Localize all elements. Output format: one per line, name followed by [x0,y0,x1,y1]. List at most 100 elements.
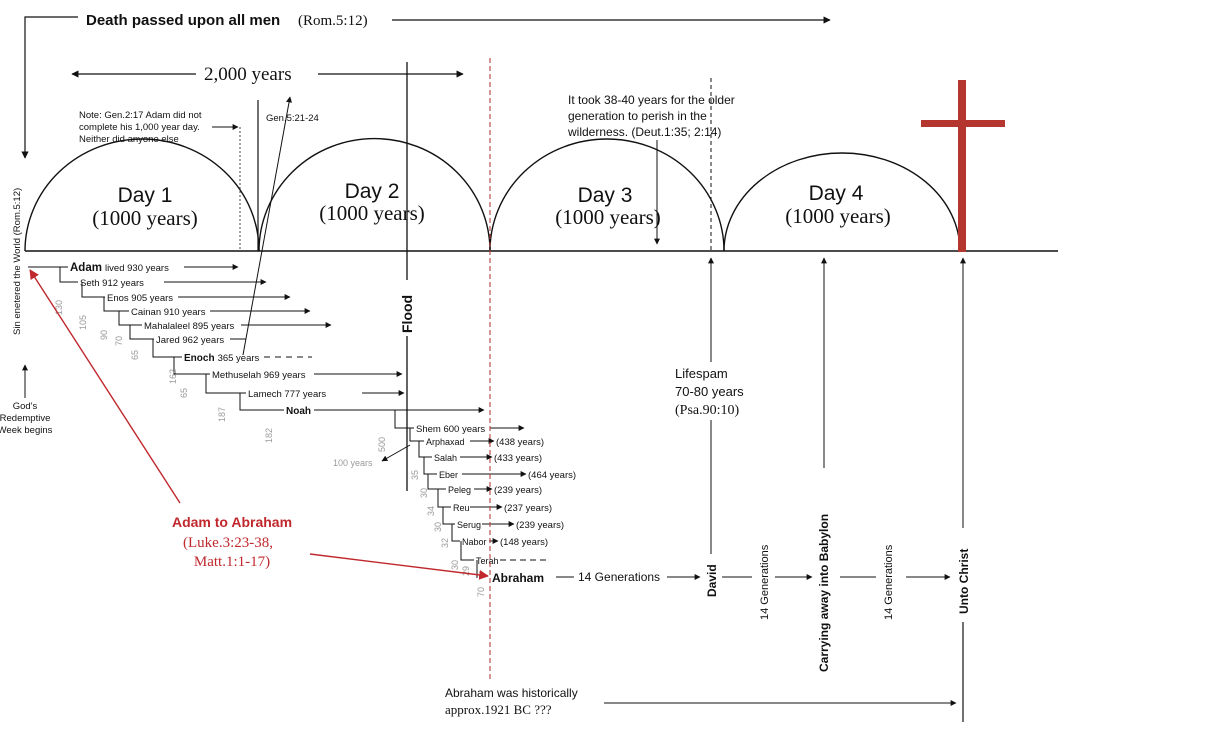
day-4-label: Day 4 (1000 years) [785,182,891,228]
abraham-date-note: Abraham was historically approx.1921 BC … [445,686,957,717]
svg-text:Matt.1:1-17): Matt.1:1-17) [194,554,270,570]
svg-text:(1000 years): (1000 years) [319,201,425,225]
svg-text:Abraham was historically: Abraham was historically [445,686,578,700]
svg-text:Neither did anyone else: Neither did anyone else [79,134,179,145]
svg-text:Week begins: Week begins [0,425,53,436]
svg-text:70: 70 [476,587,486,597]
svg-text:Redemptive: Redemptive [0,413,50,424]
svg-text:30: 30 [433,522,443,532]
svg-text:187: 187 [217,407,227,422]
svg-text:Day 1: Day 1 [118,184,173,207]
serug-label: Serug [457,520,481,530]
peleg-label: Peleg [448,485,471,495]
salah-label: Salah [434,453,457,463]
terah-label: Terah [476,556,499,566]
flood-label: Flood [399,295,415,333]
svg-text:(1000 years): (1000 years) [92,206,198,230]
david-label: David [705,564,719,597]
salah-years: (433 years) [494,453,542,464]
svg-text:90: 90 [99,330,109,340]
svg-text:Day 2: Day 2 [345,180,400,203]
gen-14-b-label: 14 Generations [759,544,771,620]
enos-label: Enos 905 years [107,293,173,304]
adam-red-arrow [29,269,181,504]
svg-text:130: 130 [54,300,64,315]
svg-text:(1000 years): (1000 years) [555,205,661,229]
wilderness-note: It took 38-40 years for the older genera… [567,93,735,245]
eber-label: Eber [439,470,458,480]
svg-text:105: 105 [78,315,88,330]
jared-label: Jared 962 years [156,335,224,346]
svg-text:(1000 years): (1000 years) [785,204,891,228]
svg-text:complete his 1,000 year day.: complete his 1,000 year day. [79,122,200,133]
redemptive-week-label: God's Redemptive Week begins [0,401,53,436]
two-thousand-label: 2,000 years [204,64,292,85]
svg-text:Day 4: Day 4 [809,182,864,205]
svg-text:Lifespam: Lifespam [675,366,728,381]
reu-label: Reu [453,503,470,513]
svg-text:34: 34 [426,506,436,516]
svg-text:Note: Gen.2:17 Adam did not: Note: Gen.2:17 Adam did not [79,110,202,121]
lamech-label: Lamech 777 years [248,389,326,400]
svg-text:70: 70 [114,336,124,346]
generations-row: 14 Generations David 14 Generations Carr… [556,257,971,722]
day-1-arc [24,138,260,252]
svg-text:Adam to Abraham: Adam to Abraham [172,514,292,530]
arphaxad-years: (438 years) [496,437,544,448]
svg-text:162: 162 [168,369,178,384]
gen-14-a-label: 14 Generations [578,570,660,584]
adam-name: Adam [70,262,102,274]
nabor-years: (148 years) [500,537,548,548]
adam-note: Note: Gen.2:17 Adam did not complete his… [79,110,239,145]
eber-years: (464 years) [528,470,576,481]
svg-text:It took 38-40 years for the ol: It took 38-40 years for the older [568,93,735,107]
death-text: Death passed upon all men [86,12,280,29]
abraham-red-arrow [309,553,489,580]
gen-5-21-ref: Gen.5:21-24 [266,113,319,124]
mahalaleel-label: Mahalaleel 895 years [144,321,235,332]
svg-text:30: 30 [419,488,429,498]
two-thousand-years-span: 2,000 years [71,64,464,85]
day-4-arc [723,152,961,252]
svg-text:30: 30 [450,560,460,570]
day-3-label: Day 3 (1000 years) [555,184,661,229]
svg-text:Day 3: Day 3 [578,184,633,207]
svg-text:approx.1921 BC ???: approx.1921 BC ??? [445,702,552,717]
svg-text:65: 65 [130,350,140,360]
svg-text:(Psa.90:10): (Psa.90:10) [675,403,740,418]
nabor-label: Nabor [462,537,487,547]
svg-text:65: 65 [179,388,189,398]
svg-text:182: 182 [264,428,274,443]
serug-years: (239 years) [516,520,564,531]
abraham-label: Abraham [492,571,544,585]
svg-text:32: 32 [440,538,450,548]
arphaxad-label: Arphaxad [426,437,465,447]
seth-label: Seth 912 years [80,278,144,289]
sin-entered-label: Sin enetered the World (Rom.5:12) [12,188,23,335]
cross-icon [921,80,1005,252]
gen-14-c-label: 14 Generations [883,544,895,620]
cainan-label: Cainan 910 years [131,307,206,318]
noah-label: Noah [286,406,311,417]
day-2-label: Day 2 (1000 years) [319,180,425,225]
christ-label: Unto Christ [957,549,971,614]
methuselah-label: Methuselah 969 years [212,370,306,381]
enoch-translation-arrow [242,96,292,356]
svg-text:70-80 years: 70-80 years [675,384,744,399]
peleg-years: (239 years) [494,485,542,496]
flood-label-bg [398,280,416,336]
day-1-label: Day 1 (1000 years) [92,184,198,230]
svg-text:(Luke.3:23-38,: (Luke.3:23-38, [183,535,273,551]
svg-text:wilderness. (Deut.1:35; 2:14): wilderness. (Deut.1:35; 2:14) [567,125,721,139]
svg-text:generation to perish in the: generation to perish in the [568,109,707,123]
enoch-name: Enoch [184,353,215,364]
adam-to-abraham-label: Adam to Abraham (Luke.3:23-38, Matt.1:1-… [172,514,292,570]
begat-ages: 130 105 90 70 65 162 65 187 182 500 100 … [54,300,486,597]
lifespan-label: Lifespam 70-80 years (Psa.90:10) [673,362,761,420]
svg-text:29: 29 [461,566,471,576]
babylon-label: Carrying away into Babylon [817,514,831,672]
